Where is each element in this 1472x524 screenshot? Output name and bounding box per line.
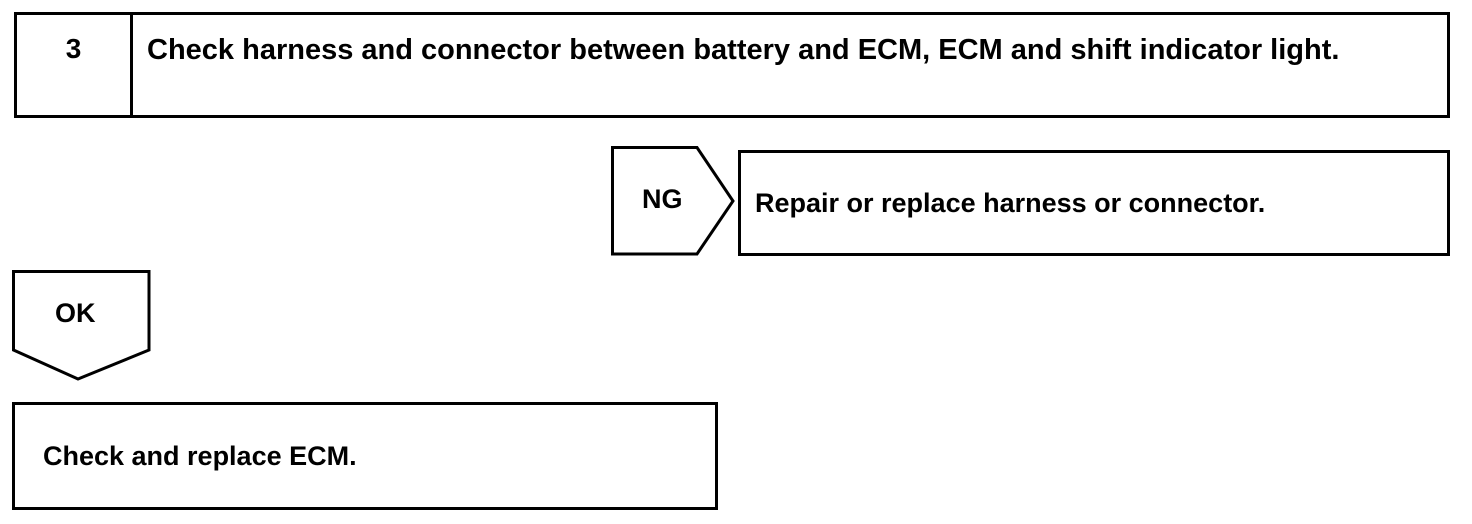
ng-arrow-shape (611, 146, 735, 256)
ok-label: OK (55, 298, 96, 328)
ok-tag: OK (12, 270, 152, 382)
ok-action-box: Check and replace ECM. (12, 402, 718, 510)
ok-arrow-shape (12, 270, 151, 381)
step-box: 3 Check harness and connector between ba… (14, 12, 1450, 118)
ng-action-text: Repair or replace harness or connector. (755, 187, 1266, 218)
step-title: Check harness and connector between batt… (147, 34, 1340, 66)
step-number: 3 (17, 15, 133, 115)
ng-tag: NG (611, 146, 735, 256)
ok-action-text: Check and replace ECM. (43, 440, 357, 471)
ng-action-box: Repair or replace harness or connector. (738, 150, 1450, 256)
ng-label: NG (642, 184, 683, 214)
